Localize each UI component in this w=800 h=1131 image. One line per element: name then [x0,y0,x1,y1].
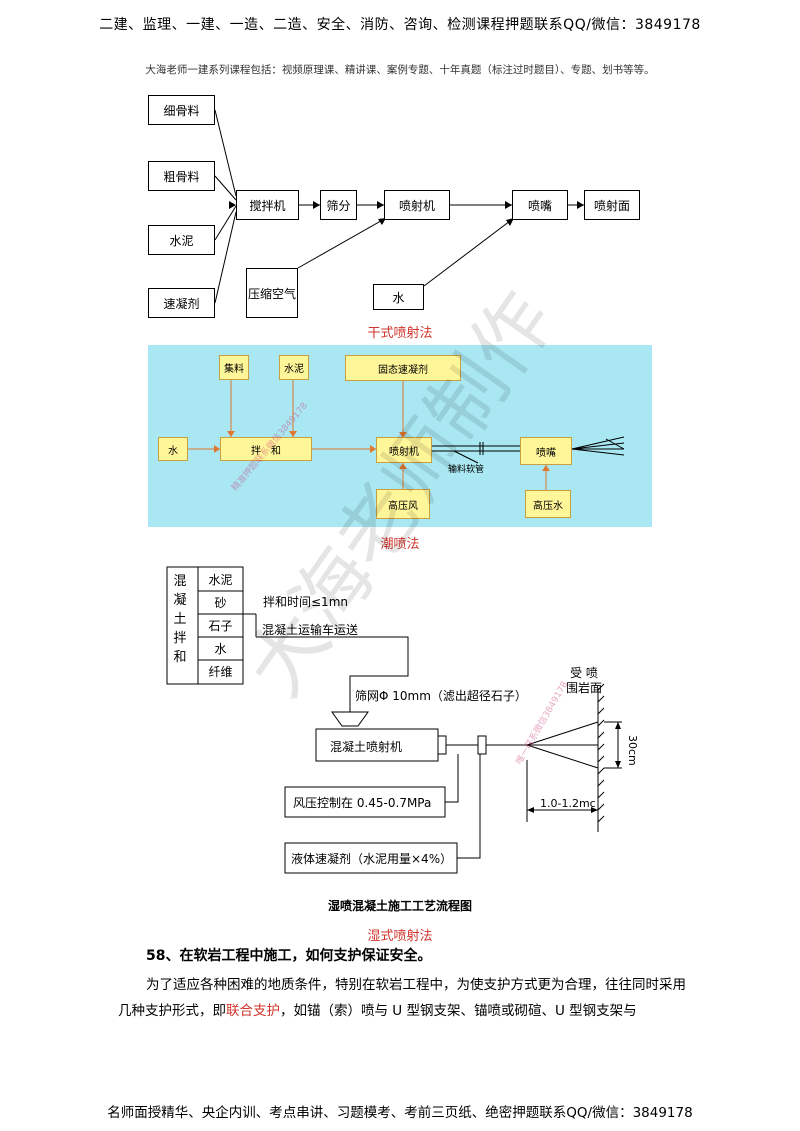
hose-label: 输料软管 [448,465,485,475]
spray-surface-box: 喷射面 [584,190,640,220]
dry-spray-diagram: 细骨料 粗骨料 水泥 速凝剂 搅拌机 筛分 喷射机 喷嘴 喷射面 压缩空气 水 … [0,0,800,341]
paragraph-text-1: 为了适应各种困难的地质条件，特别在软岩工程中，为使支护方式更为合理，往往同时采用… [118,977,686,1019]
ingredient-stone: 石子 [208,619,233,633]
cement-box: 水泥 [148,225,215,255]
cement-box: 水泥 [279,355,309,380]
ingredient-fiber: 纤维 [208,665,233,679]
surface-label: 受 喷 围岩面 [566,666,603,695]
wet-spray-lines [166,566,622,874]
ingredient-sand: 砂 [214,596,227,610]
figure-title: 湿喷混凝土施工工艺流程图 [327,899,472,913]
page-footer: 名师面授精华、央企内训、考点串讲、习题模考、考前三页纸、绝密押题联系QQ/微信：… [107,1105,693,1121]
nozzle-box: 喷嘴 [520,437,572,465]
hp-water-box: 高压水 [525,490,571,518]
hp-air-box: 高压风 [376,489,430,519]
dry-method-caption: 干式喷射法 [367,326,433,341]
pressure-label: 风压控制在 0.45-0.7MPa [293,796,432,810]
aggregate-box: 集料 [219,355,249,380]
paragraph-highlight: 联合支护 [226,1003,280,1019]
damp-spray-connectors [188,380,625,490]
nozzle-box: 喷嘴 [512,190,568,220]
distance-label: 1.0-1.2mc [540,797,596,810]
screen-label: 筛网Φ 10mm（滤出超径石子） [355,689,527,703]
machine-label: 混凝土喷射机 [330,740,403,754]
accelerator-box: 速凝剂 [148,288,215,318]
page-subheader: 大海老师一建系列课程包括：视频原理课、精讲课、案例专题、十年真题（标注过时题目）… [145,64,655,76]
ingredient-cement: 水泥 [208,573,233,587]
mix-time-label: 拌和时间≤1mn [263,595,348,609]
mixer-box: 搅拌机 [236,190,299,220]
diameter-label: 30cm [626,735,639,766]
damp-spray-diagram: 集料 水泥 固态速凝剂 水 拌 和 喷射机 喷嘴 高压风 高压水 输料软管 精准… [148,345,652,527]
sprayer-box: 喷射机 [376,437,432,463]
answer-paragraph: 为了适应各种困难的地质条件，特别在软岩工程中，为使支护方式更为合理，往往同时采用… [118,972,688,1024]
ingredient-water: 水 [214,642,227,656]
transport-label: 混凝土运输车运送 [262,623,359,637]
wet-method-caption: 湿式喷射法 [367,929,433,944]
page-header: 二建、监理、一建、一造、二造、安全、消防、咨询、检测课程押题联系QQ/微信：38… [99,17,701,33]
mixer-box: 拌 和 [220,437,312,461]
damp-method-caption: 潮喷法 [380,537,420,552]
accelerator-label: 液体速凝剂（水泥用量×4%） [291,852,453,866]
wet-spray-diagram: 混凝土拌和 水泥 砂 石子 水 纤维 拌和时间≤1mn 混凝土运输车运送 筛网Φ… [166,566,639,944]
water-box: 水 [158,437,188,461]
solid-accelerator-box: 固态速凝剂 [345,355,461,381]
question-heading: 58、在软岩工程中施工，如何支护保证安全。 [146,948,432,964]
screen-box: 筛分 [320,190,357,220]
mix-label: 混凝土拌和 [173,574,187,665]
water-box: 水 [373,284,424,310]
sprayer-box: 喷射机 [384,190,450,220]
fine-aggregate-box: 细骨料 [148,95,215,125]
dry-spray-connectors [214,109,584,304]
compressed-air-box: 压缩空气 [246,268,298,318]
coarse-aggregate-box: 粗骨料 [148,161,215,191]
paragraph-text-2: ，如锚（索）喷与 U 型钢支架、锚喷或砌碹、U 型钢支架与 [280,1003,637,1019]
